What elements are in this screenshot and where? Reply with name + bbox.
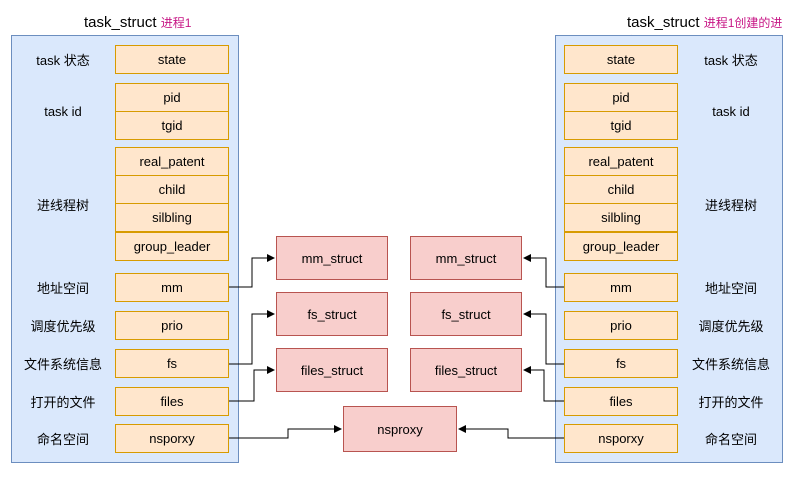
- left-files-struct-box: files_struct: [276, 348, 388, 392]
- right-field-nsproxy: nsporxy: [564, 424, 678, 453]
- left-field-tgid: tgid: [115, 111, 229, 140]
- left-label-process-tree: 进线程树: [36, 197, 89, 213]
- left-field-sibling: silbling: [115, 203, 229, 232]
- right-fs-struct-box: fs_struct: [410, 292, 522, 336]
- left-field-fs: fs: [115, 349, 229, 378]
- right-field-sibling: silbling: [564, 203, 678, 232]
- right-label-process-tree: 进线程树: [704, 197, 757, 213]
- left-field-pid: pid: [115, 83, 229, 112]
- left-field-real-parent: real_patent: [115, 147, 229, 176]
- arrow-right-nsproxy: [458, 425, 564, 439]
- left-label-fs-info: 文件系统信息: [23, 356, 102, 372]
- right-field-child: child: [564, 175, 678, 204]
- right-field-prio: prio: [564, 311, 678, 340]
- left-field-nsproxy: nsporxy: [115, 424, 229, 453]
- right-title-text: task_struct: [627, 14, 700, 31]
- right-files-struct-box: files_struct: [410, 348, 522, 392]
- right-label-open-files: 打开的文件: [698, 394, 764, 410]
- left-subtitle: 进程1: [160, 16, 192, 30]
- nsproxy-box: nsproxy: [343, 406, 457, 452]
- left-fs-struct-box: fs_struct: [276, 292, 388, 336]
- left-task-struct-title: task_struct 进程1: [84, 14, 191, 32]
- right-label-task-id: task id: [712, 104, 750, 119]
- left-label-sched-priority: 调度优先级: [30, 318, 96, 334]
- left-label-task-id: task id: [44, 104, 82, 119]
- right-label-fs-info: 文件系统信息: [691, 356, 770, 372]
- left-field-group-leader: group_leader: [115, 232, 229, 261]
- left-field-state: state: [115, 45, 229, 74]
- left-field-prio: prio: [115, 311, 229, 340]
- left-label-address-space: 地址空间: [36, 280, 89, 296]
- left-mm-struct-box: mm_struct: [276, 236, 388, 280]
- right-field-group-leader: group_leader: [564, 232, 678, 261]
- left-field-files: files: [115, 387, 229, 416]
- right-label-address-space: 地址空间: [704, 280, 757, 296]
- right-field-pid: pid: [564, 83, 678, 112]
- left-field-child: child: [115, 175, 229, 204]
- right-field-files: files: [564, 387, 678, 416]
- left-title-text: task_struct: [84, 14, 157, 31]
- right-field-real-parent: real_patent: [564, 147, 678, 176]
- left-label-namespace: 命名空间: [36, 431, 89, 447]
- left-field-mm: mm: [115, 273, 229, 302]
- right-label-task-state: task 状态: [704, 52, 758, 68]
- right-field-fs: fs: [564, 349, 678, 378]
- left-label-task-state: task 状态: [36, 52, 90, 68]
- right-field-state: state: [564, 45, 678, 74]
- right-field-mm: mm: [564, 273, 678, 302]
- right-field-tgid: tgid: [564, 111, 678, 140]
- right-mm-struct-box: mm_struct: [410, 236, 522, 280]
- right-label-namespace: 命名空间: [704, 431, 757, 447]
- arrow-left-nsproxy: [229, 425, 342, 439]
- right-label-sched-priority: 调度优先级: [698, 318, 764, 334]
- left-label-open-files: 打开的文件: [30, 394, 96, 410]
